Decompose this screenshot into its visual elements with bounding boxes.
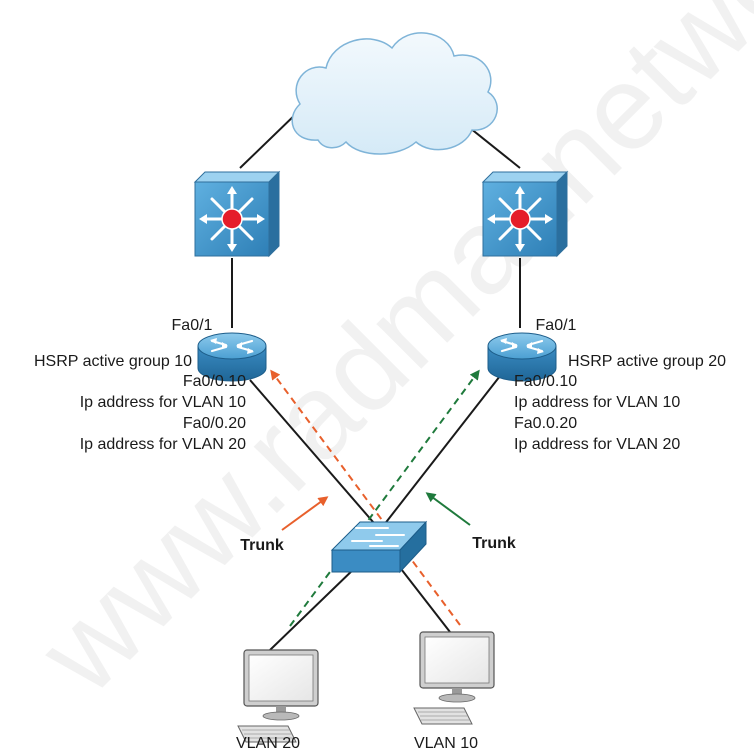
trunk-left-arrow: [281, 496, 329, 531]
workstation-icon-left: [237, 649, 319, 743]
link-right-router-access: [379, 375, 501, 531]
left-sub1-desc: Ip address for VLAN 10: [80, 394, 246, 411]
router-icon-right: [487, 332, 557, 382]
link-access-left-pc: [269, 564, 359, 651]
right-sub1-desc: Ip address for VLAN 10: [514, 394, 680, 411]
right-hsrp-label: HSRP active group 20: [568, 353, 726, 370]
trunk-left-label: Trunk: [240, 537, 284, 554]
link-access-right-pc: [397, 564, 451, 633]
traffic-paths: [270, 369, 480, 627]
link-cloud-left-switch: [239, 109, 301, 169]
trunk-right-label: Trunk: [472, 535, 516, 552]
right-sub2-label: Fa0.0.20: [514, 415, 577, 432]
left-pc-label: VLAN 20: [236, 735, 300, 752]
multilayer-switch-icon-left: [193, 170, 281, 258]
orange-path: [270, 369, 461, 626]
link-left-router-access: [249, 379, 381, 531]
multilayer-switch-icon-right: [481, 170, 569, 258]
left-sub2-label: Fa0/0.20: [183, 415, 246, 432]
right-sub2-desc: Ip address for VLAN 20: [514, 436, 680, 453]
left-sub2-desc: Ip address for VLAN 20: [80, 436, 246, 453]
right-pc-label: VLAN 10: [414, 735, 478, 752]
green-path: [289, 369, 480, 627]
right-sub1-label: Fa0/0.10: [514, 373, 577, 390]
router-icon-left: [197, 332, 267, 382]
workstation-icon-right: [413, 631, 495, 725]
cloud-icon: [291, 32, 498, 155]
links: [231, 109, 521, 651]
trunk-right-arrow: [425, 492, 471, 526]
left-port-label: Fa0/1: [172, 317, 213, 334]
right-port-label: Fa0/1: [536, 317, 577, 334]
left-sub1-label: Fa0/0.10: [183, 373, 246, 390]
workgroup-switch-icon: [330, 520, 428, 574]
left-hsrp-label: HSRP active group 10: [34, 353, 192, 370]
